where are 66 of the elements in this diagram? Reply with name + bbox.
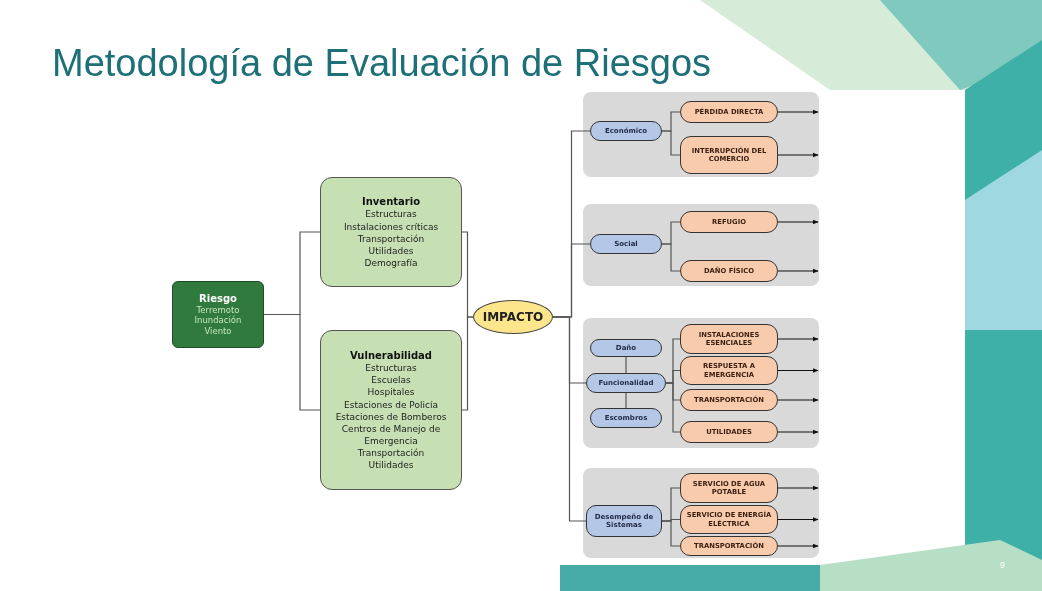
connector-line — [661, 243, 681, 272]
list-item: Transportación — [356, 447, 426, 460]
impact-type-pill — [590, 339, 662, 357]
list-item: Inundación — [193, 315, 243, 326]
consequence-pill — [680, 421, 778, 443]
group-panel — [583, 204, 819, 286]
consequence-pill — [680, 473, 778, 503]
consequence-pill — [680, 260, 778, 282]
arrow — [777, 152, 819, 158]
arrow — [777, 429, 819, 435]
consequence-pill — [680, 536, 778, 556]
arrow — [777, 485, 819, 491]
category-box — [320, 330, 462, 490]
connector-line — [625, 392, 627, 409]
consequence-pill — [680, 136, 778, 174]
arrow — [777, 543, 819, 549]
arrow — [777, 397, 819, 403]
list-item: Viento — [203, 325, 233, 336]
connector-line — [552, 316, 587, 522]
impact-type-pill — [590, 408, 662, 428]
list-item: Instalaciones críticas — [342, 220, 440, 233]
arrow — [777, 336, 819, 342]
impact-type-pill — [590, 121, 662, 141]
list-item: Demografía — [363, 256, 419, 270]
group-panel — [583, 468, 819, 558]
box-heading: Riesgo — [198, 293, 238, 306]
connector-line — [665, 382, 681, 433]
slide-title: Metodología de Evaluación de Riesgos — [52, 42, 712, 85]
connector-line — [661, 520, 681, 547]
group-panel — [583, 318, 819, 448]
connector-line — [661, 130, 681, 156]
node-label: IMPACTO — [481, 309, 545, 325]
list-item: Terremoto — [196, 305, 240, 316]
group-panel — [583, 92, 819, 177]
list-item: Centros de Manejo de Emergencia — [340, 422, 442, 448]
consequence-pill — [680, 389, 778, 411]
category-box — [320, 177, 462, 287]
arrow — [777, 219, 819, 225]
impact-type-pill — [586, 505, 662, 537]
box-heading: Vulnerabilidad — [349, 348, 433, 363]
list-item: Escuelas — [370, 374, 412, 387]
arrow — [777, 268, 819, 274]
connector-line — [263, 313, 321, 411]
impact-type-pill — [586, 373, 666, 393]
consequence-pill — [680, 324, 778, 354]
list-item: Hospitales — [366, 386, 416, 399]
arrow — [777, 109, 819, 115]
list-item: Estructuras — [364, 362, 418, 375]
connector-line — [461, 316, 474, 411]
arrow — [777, 517, 819, 522]
list-item: Transportación — [356, 232, 426, 245]
consequence-pill — [680, 101, 778, 123]
consequence-pill — [680, 211, 778, 233]
list-item: Estaciones de Bomberos — [334, 410, 448, 423]
page-number: 9 — [1000, 560, 1005, 570]
impact-type-pill — [590, 234, 662, 254]
connector-line — [625, 356, 627, 374]
box-heading: Inventario — [361, 194, 421, 209]
consequence-pill — [680, 356, 778, 385]
list-item: Estructuras — [364, 208, 418, 221]
hazard-box — [172, 281, 264, 348]
consequence-pill — [680, 505, 778, 534]
list-item: Utilidades — [367, 459, 415, 472]
list-item: Estaciones de Policía — [343, 398, 439, 411]
list-item: Utilidades — [367, 244, 415, 257]
arrow — [777, 368, 819, 373]
